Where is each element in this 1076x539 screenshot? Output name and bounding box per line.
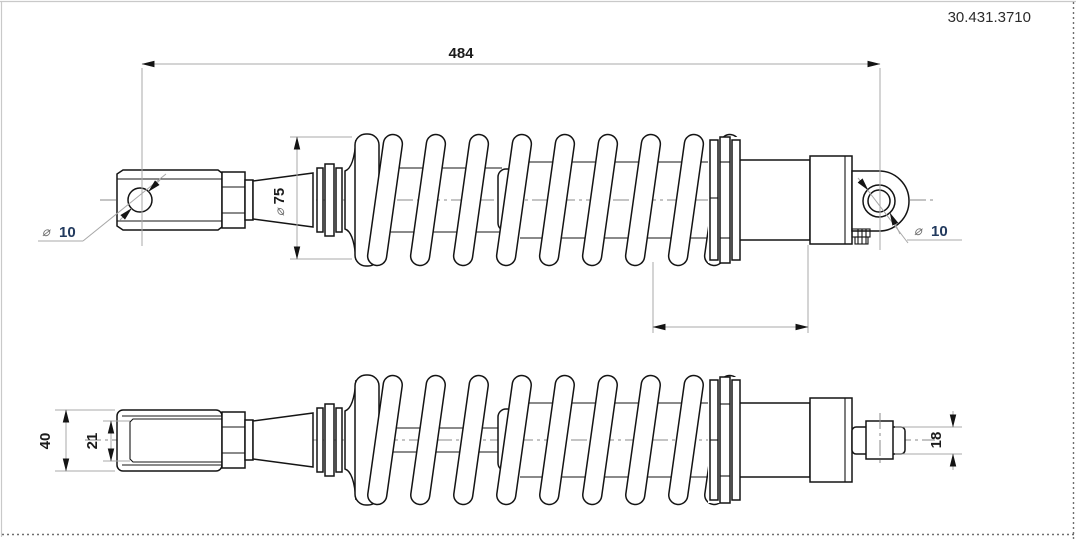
dim-spring-od: ⌀75 — [271, 136, 352, 260]
part-number: 30.431.3710 — [948, 9, 1031, 26]
lock-nut — [221, 171, 246, 229]
adjuster-sleeve-bottom — [244, 412, 314, 468]
dim-overall-length: 484 — [141, 45, 881, 250]
dim-21-label: 21 — [84, 433, 101, 450]
dim-484-label: 484 — [448, 45, 474, 62]
dim-right-eye-bore: ⌀ 10 — [857, 177, 962, 244]
lock-nut-bottom — [221, 411, 246, 469]
dimensions-layer: 484 ⌀75 ⌀ 10 ⌀ — [37, 45, 962, 472]
valve-fitting — [851, 228, 871, 245]
dim-10-right-label: 10 — [931, 223, 948, 240]
stem-tang — [851, 413, 906, 467]
left-eye-bore-hole — [127, 187, 153, 213]
coil-spring-bottom — [367, 374, 740, 506]
spring-seat — [344, 133, 380, 267]
dim-clevis-slot: 21 — [84, 420, 130, 462]
dim-stem-width: 18 — [895, 411, 962, 470]
dia-symbol-right: ⌀ — [914, 223, 923, 238]
end-cap-bottom — [809, 397, 853, 483]
damper-body — [737, 159, 811, 241]
dim-18-label: 18 — [928, 432, 945, 449]
top-view — [100, 133, 935, 267]
end-cap — [809, 155, 853, 245]
dia-symbol-left: ⌀ — [42, 224, 51, 239]
preload-rings — [316, 163, 343, 237]
preload-rings-bottom — [316, 403, 343, 477]
left-eye — [116, 169, 223, 231]
right-eye-bore-hole — [867, 189, 891, 213]
spring-collar-bottom — [708, 376, 741, 504]
dim-40-label: 40 — [37, 433, 54, 450]
dim-clevis-outer: 40 — [37, 409, 115, 472]
damper-body-bottom — [737, 402, 811, 478]
dim-unlabeled-body — [652, 245, 809, 333]
clevis-fork — [116, 409, 223, 472]
clevis-slot — [129, 418, 222, 463]
dim-10-left-label: 10 — [59, 224, 76, 241]
dim-left-eye-bore: ⌀ 10 — [38, 173, 167, 242]
dim-75-label: ⌀75 — [271, 188, 288, 217]
spring-collar — [708, 136, 741, 264]
bottom-view — [85, 374, 935, 506]
coil-spring — [366, 133, 741, 267]
